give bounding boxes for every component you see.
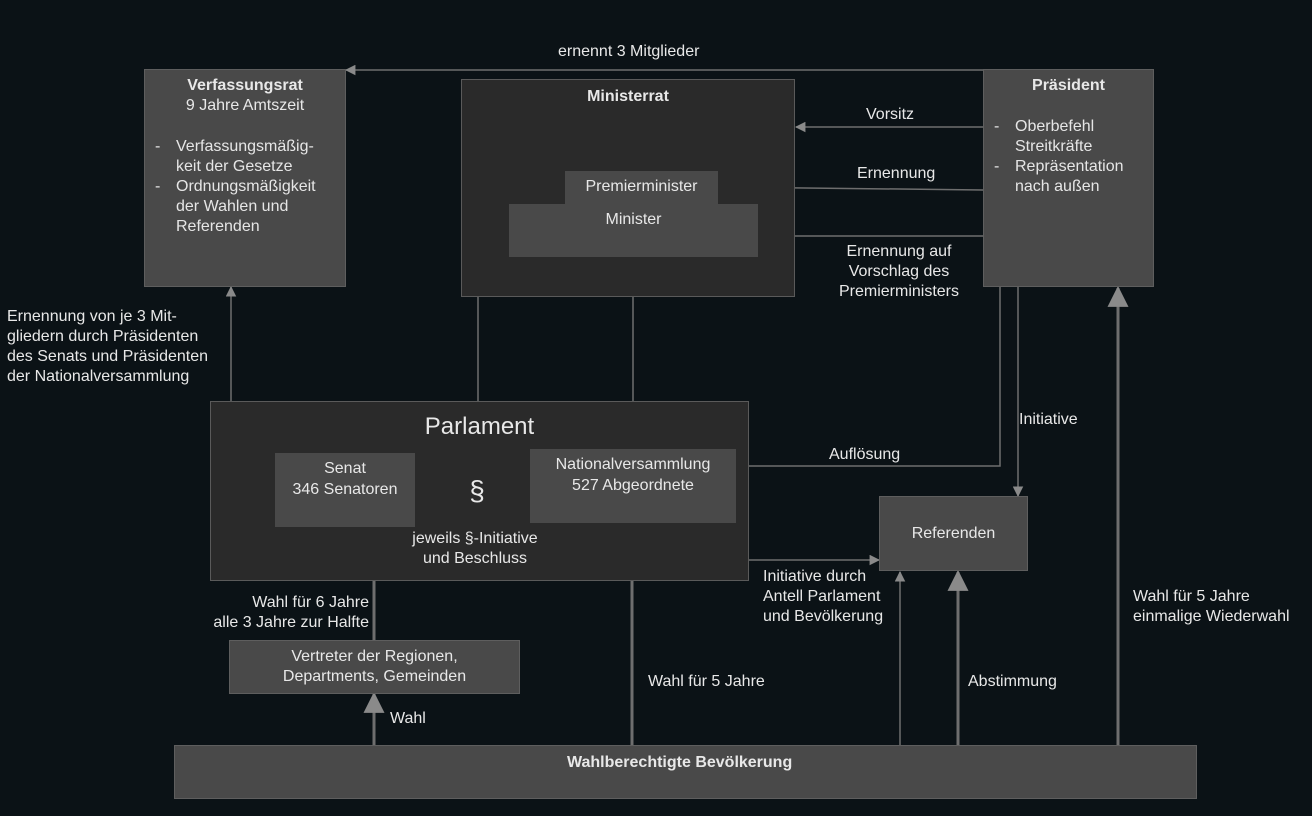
label-ernennt: ernennt 3 Mitglieder [558,43,700,60]
paragraph-symbol: § [469,475,485,506]
vertreter-line1: Vertreter der Regionen, [291,648,458,665]
praesident-item-1: Oberbefehl Streitkräfte [984,117,1124,157]
nationalversammlung-line2: 527 Abgeordnete [572,477,694,494]
praesident-title: Präsident [1032,77,1105,94]
ministerrat-title: Ministerrat [587,88,669,105]
praesident-list: Oberbefehl Streitkräfte Repräsentation n… [984,117,1124,197]
label-abstimmung: Abstimmung [968,673,1057,690]
label-wahl-5-wiederwahl: Wahl für 5 Jahre einmalige Wiederwahl [1133,588,1290,625]
verfassungsrat-subtitle: 9 Jahre Amtszeit [185,97,305,114]
nationalversammlung-box: Nationalversammlung 527 Abgeordnete [530,449,736,523]
parlament-title: Parlament [424,413,535,440]
senat-line1: Senat [324,460,366,477]
label-jeweils: jeweils §-Initiative und Beschluss [412,530,538,567]
label-ernennung: Ernennung [857,165,936,182]
praesident-item-2: Repräsentation nach außen [984,157,1124,197]
bevoelkerung-label: Wahlberechtigte Bevölkerung [567,754,793,771]
senat-line2: 346 Senatoren [292,481,398,498]
label-ernennung-mitglieder: Ernennung von je 3 Mit- gliedern durch P… [7,308,209,385]
verfassungsrat-title: Verfassungsrat [187,77,303,94]
label-wahl: Wahl [390,710,426,727]
vertreter-box: Vertreter der Regionen, Departments, Gem… [229,640,520,694]
minister-box: Minister [509,204,758,257]
minister-label: Minister [605,211,662,228]
referenden-label: Referenden [911,525,996,542]
arrow-aufloesung [736,287,1001,472]
referenden-box: Referenden [879,496,1028,571]
nationalversammlung-line1: Nationalversammlung [555,456,711,473]
label-initiative: Initiative [1019,411,1078,428]
label-vorsitz: Vorsitz [866,106,915,123]
praesident-box: Präsident Oberbefehl Streitkräfte Repräs… [983,69,1154,287]
vertreter-line2: Departments, Gemeinden [282,668,467,685]
verfassungsrat-item-1: Verfassungsmäßig- keit der Gesetze [145,137,316,177]
verfassungsrat-item-2: Ordnungsmäßigkeit der Wahlen und Referen… [145,177,316,237]
label-aufloesung: Auflösung [829,446,901,463]
bevoelkerung-box: Wahlberechtigte Bevölkerung [174,745,1197,799]
label-wahl-5: Wahl für 5 Jahre [648,673,765,690]
verfassungsrat-box: Verfassungsrat 9 Jahre Amtszeit Verfassu… [144,69,346,287]
label-initiative-durch: Initiative durch Antell Parlament und Be… [763,568,884,625]
premierminister-label: Premierminister [585,178,698,195]
verfassungsrat-list: Verfassungsmäßig- keit der Gesetze Ordnu… [145,137,316,237]
senat-box: Senat 346 Senatoren [275,453,415,527]
label-wahl-6: Wahl für 6 Jahre alle 3 Jahre zur Halfte [213,594,369,631]
label-ernennung-vorschlag: Ernennung auf Vorschlag des Premierminis… [838,243,959,300]
